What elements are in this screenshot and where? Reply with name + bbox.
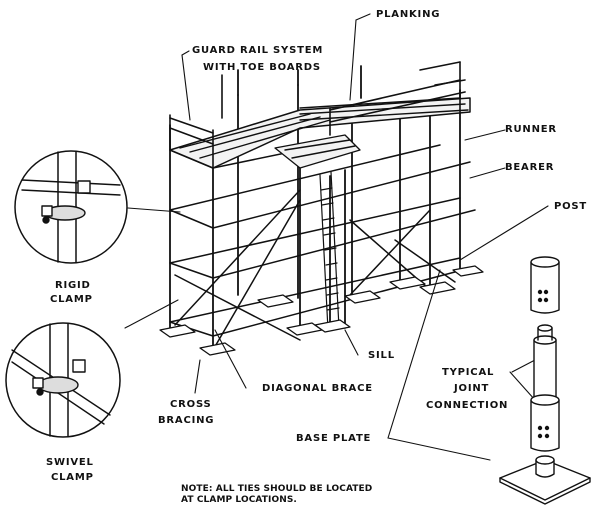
ladder: [320, 172, 339, 330]
diagonal-braces: [175, 190, 455, 350]
label-typical: TYPICAL: [442, 367, 495, 378]
label-cross: CROSS: [170, 399, 212, 410]
label-with-toe-boards: WITH TOE BOARDS: [203, 62, 321, 73]
label-cross-bracing: BRACING: [158, 415, 215, 426]
post-detail: [500, 257, 590, 504]
label-swivel: SWIVEL: [46, 457, 94, 468]
scaffold-frame: [160, 62, 483, 355]
scaffold-runners: [170, 145, 475, 336]
note-line-2: AT CLAMP LOCATIONS.: [181, 495, 297, 505]
label-swivel-clamp: CLAMP: [51, 472, 94, 483]
label-rigid: RIGID: [55, 280, 91, 291]
swivel-clamp-detail: [6, 323, 120, 437]
guard-rails: [170, 62, 465, 168]
label-rigid-clamp: CLAMP: [50, 294, 93, 305]
label-post: POST: [554, 201, 588, 212]
rigid-clamp-detail: [15, 151, 127, 263]
base-plates: [160, 266, 483, 355]
label-connection: CONNECTION: [426, 400, 509, 411]
leader-lines: [125, 14, 548, 460]
label-base-plate: BASE PLATE: [296, 433, 372, 444]
label-diagonal-brace: DIAGONAL BRACE: [262, 383, 373, 394]
label-planking: PLANKING: [376, 9, 441, 20]
label-bearer: BEARER: [505, 162, 555, 173]
label-runner: RUNNER: [505, 124, 557, 135]
label-joint: JOINT: [454, 383, 490, 394]
label-guard-rail-system: GUARD RAIL SYSTEM: [192, 45, 324, 56]
label-sill: SILL: [368, 350, 395, 361]
note-line-1: NOTE: ALL TIES SHOULD BE LOCATED: [181, 484, 373, 494]
planking-deck: [170, 98, 470, 168]
